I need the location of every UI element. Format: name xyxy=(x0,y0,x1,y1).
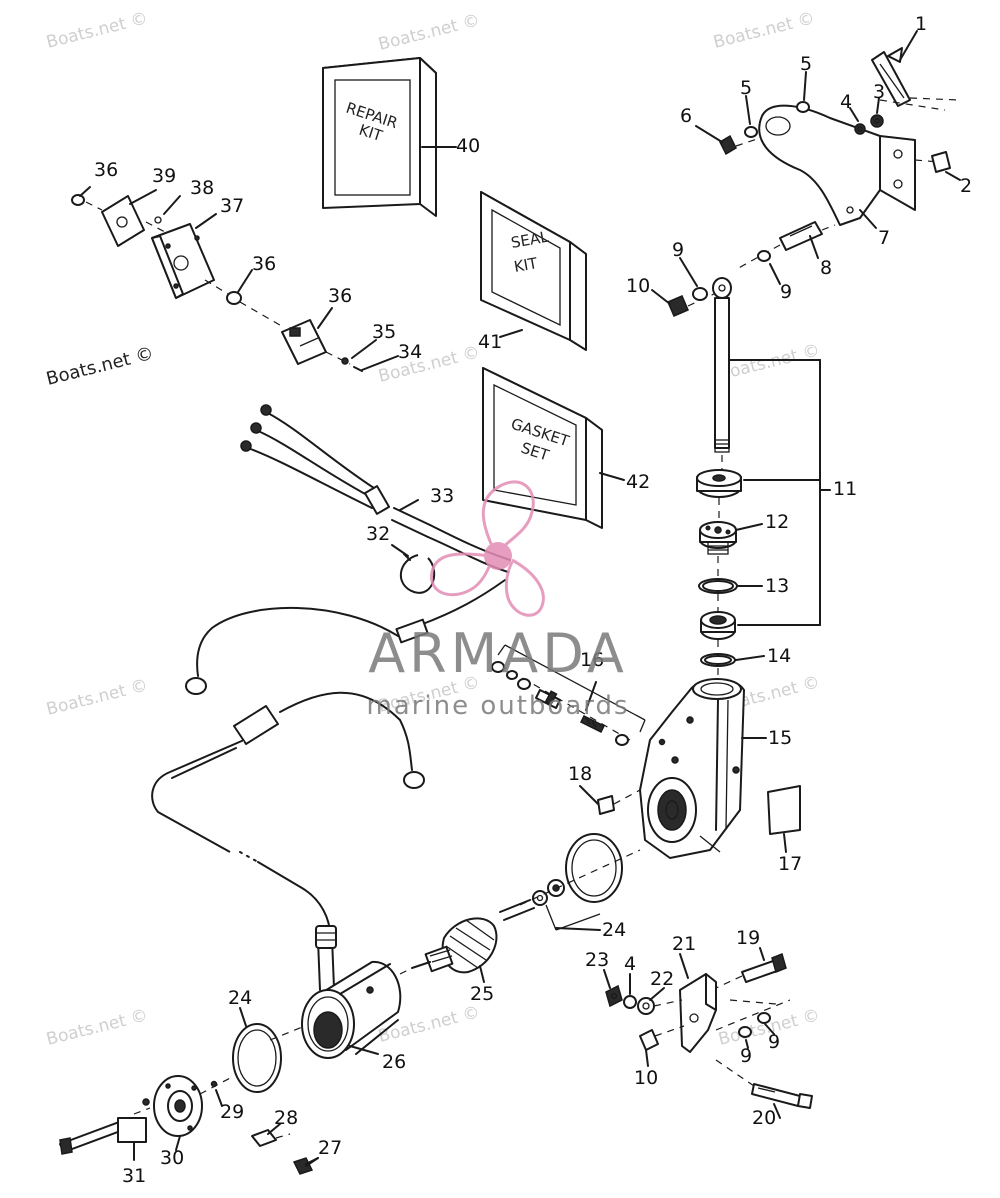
callout-32: 32 xyxy=(366,523,390,545)
watermark: Boats.net © xyxy=(711,8,816,52)
repair-kit-box: REPAIR KIT xyxy=(322,57,437,217)
callout-14: 14 xyxy=(767,645,791,667)
callout-26: 26 xyxy=(382,1051,406,1073)
callout-3: 3 xyxy=(873,81,885,103)
callout-15: 15 xyxy=(768,727,792,749)
callout-24: 24 xyxy=(602,919,626,941)
callout-34: 34 xyxy=(398,341,422,363)
callout-29: 29 xyxy=(220,1101,244,1123)
callout-22: 22 xyxy=(650,968,674,990)
callout-7: 7 xyxy=(878,227,890,249)
callout-12: 12 xyxy=(765,511,789,533)
callout-36: 36 xyxy=(328,285,352,307)
watermark: Boats.net © xyxy=(376,10,481,54)
callout-31: 31 xyxy=(122,1165,146,1187)
mounting-bracket-assembly xyxy=(667,47,961,317)
brand-tagline: marine outboards xyxy=(366,691,629,721)
callout-38: 38 xyxy=(190,177,214,199)
callout-4: 4 xyxy=(840,91,852,113)
ground-leads xyxy=(185,579,506,789)
callout-2: 2 xyxy=(960,175,972,197)
callout-6: 6 xyxy=(680,105,692,127)
callout-36: 36 xyxy=(94,159,118,181)
callout-40: 40 xyxy=(456,135,480,157)
callout-numbers: 1 2 3 4 5 5 6 7 8 9 9 10 11 12 13 14 15 … xyxy=(94,13,972,1187)
end-cap-assembly xyxy=(59,1075,319,1175)
gasket-set-box: GASKET SET xyxy=(482,367,603,529)
wire-harness xyxy=(240,404,511,594)
callout-17: 17 xyxy=(778,853,802,875)
callout-16: 16 xyxy=(580,649,604,671)
lower-bracket-assembly xyxy=(605,952,813,1109)
callout-10: 10 xyxy=(634,1067,658,1089)
callout-20: 20 xyxy=(752,1107,776,1129)
callout-11: 11 xyxy=(833,478,857,500)
seal-kit-box: SEAL KIT xyxy=(480,191,587,351)
motor-internals xyxy=(232,833,641,1093)
switch-assembly xyxy=(71,194,363,372)
callout-10: 10 xyxy=(626,275,650,297)
callout-42: 42 xyxy=(626,471,650,493)
callout-18: 18 xyxy=(568,763,592,785)
pump-housing xyxy=(639,678,745,859)
callout-5: 5 xyxy=(740,77,752,99)
callout-9: 9 xyxy=(780,281,792,303)
callout-24: 24 xyxy=(228,987,252,1009)
callout-30: 30 xyxy=(160,1147,184,1169)
callout-5: 5 xyxy=(800,53,812,75)
callout-9: 9 xyxy=(768,1031,780,1053)
watermark: Boats.net © xyxy=(44,675,149,719)
watermark: Boats.net © xyxy=(376,342,481,386)
callout-33: 33 xyxy=(430,485,454,507)
propeller-logo-icon xyxy=(430,480,545,617)
callout-35: 35 xyxy=(372,321,396,343)
callout-25: 25 xyxy=(470,983,494,1005)
motor-can xyxy=(269,960,402,1059)
watermark: Boats.net © xyxy=(44,1005,149,1049)
motor-lead-cable xyxy=(151,739,337,991)
callout-13: 13 xyxy=(765,575,789,597)
callout-36: 36 xyxy=(252,253,276,275)
armada-logo: ARMADA marine outboards xyxy=(366,480,629,721)
brand-name: ARMADA xyxy=(368,622,628,685)
callout-19: 19 xyxy=(736,927,760,949)
callout-9: 9 xyxy=(672,239,684,261)
callout-1: 1 xyxy=(915,13,927,35)
callout-23: 23 xyxy=(585,949,609,971)
propeller-hub-icon xyxy=(484,542,512,570)
trim-rod-assembly xyxy=(696,277,742,680)
watermark: Boats.net © xyxy=(44,8,149,52)
callout-39: 39 xyxy=(152,165,176,187)
watermark: Boats.net © xyxy=(716,340,821,384)
leader-lines xyxy=(79,30,961,1167)
callout-27: 27 xyxy=(318,1137,342,1159)
callout-8: 8 xyxy=(820,257,832,279)
seal-kit-label: KIT xyxy=(513,254,540,276)
callout-37: 37 xyxy=(220,195,244,217)
callout-9: 9 xyxy=(740,1045,752,1067)
callout-28: 28 xyxy=(274,1107,298,1129)
callout-41: 41 xyxy=(478,331,502,353)
callout-4: 4 xyxy=(624,953,636,975)
callout-21: 21 xyxy=(672,933,696,955)
watermark: Boats.net © xyxy=(44,343,156,390)
valve-kit xyxy=(491,644,801,835)
